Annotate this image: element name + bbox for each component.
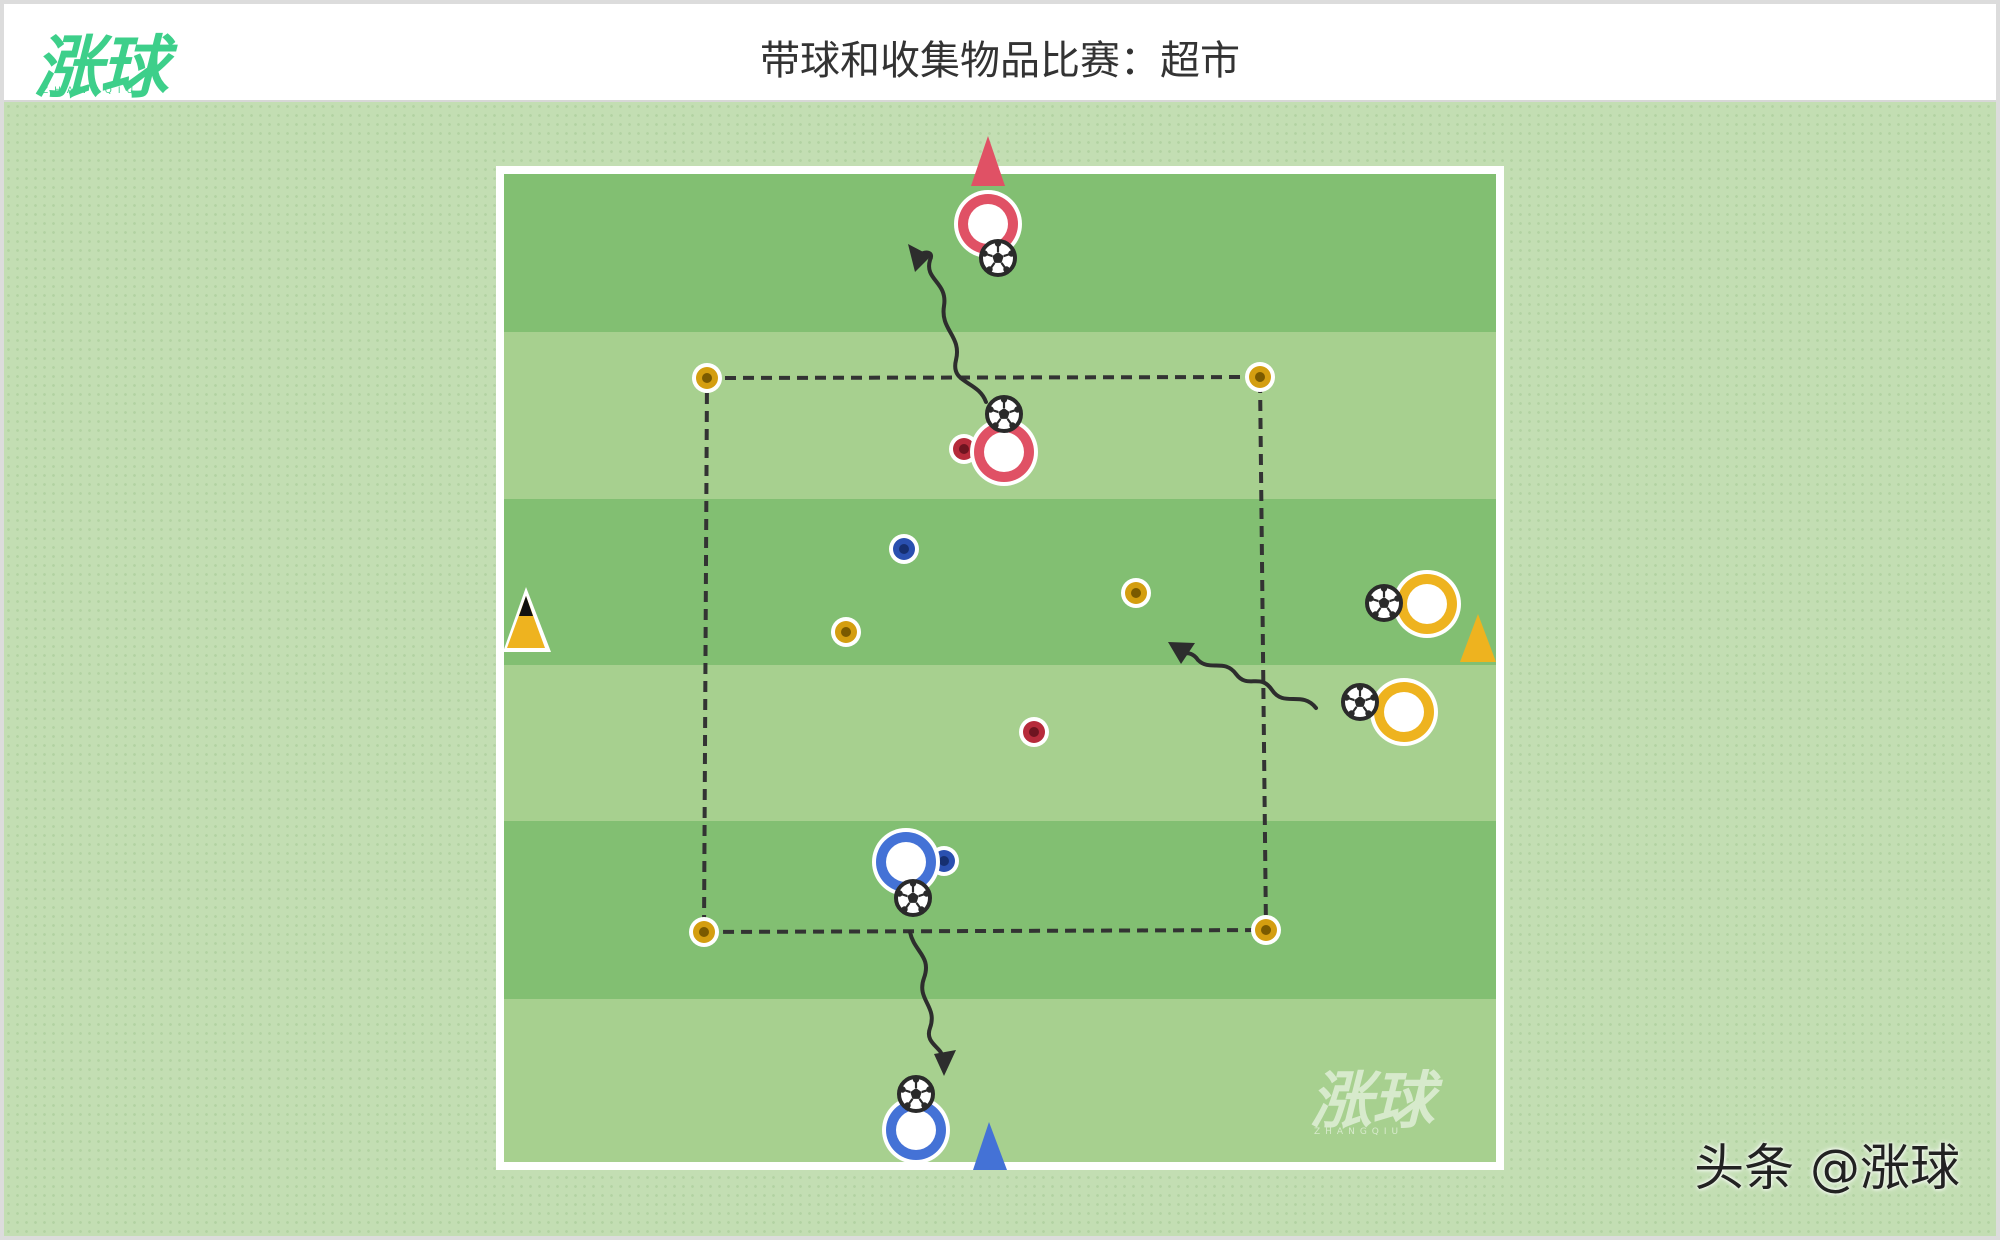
soccer-ball-icon (985, 394, 1023, 433)
header-bar: 涨球 ZHANGQIU 带球和收集物品比赛：超市 (4, 4, 1996, 108)
disc-marker-icon (1251, 915, 1281, 945)
soccer-ball-icon (1341, 682, 1379, 721)
soccer-ball-icon (1365, 583, 1403, 622)
dribble-arrow-icon (1168, 642, 1195, 664)
dribble-arrow-icon (908, 930, 945, 1060)
soccer-ball-icon (979, 238, 1017, 277)
page-title: 带球和收集物品比赛：超市 (760, 38, 1240, 84)
player-icon (970, 418, 1038, 486)
soccer-ball-icon (897, 1074, 935, 1113)
dribble-arrow-icon (934, 1050, 956, 1076)
pitch-watermark-subtext: ZHANGQIU (1314, 1127, 1403, 1137)
disc-marker-icon (1019, 717, 1049, 747)
player-icon (882, 1096, 950, 1164)
toutiao-watermark: 头条 @涨球 (1694, 1139, 1960, 1197)
zhangqiu-logo: 涨球 (34, 29, 168, 108)
disc-marker-icon (1121, 578, 1151, 608)
dribble-arrow-icon (908, 244, 931, 272)
cone-icon (973, 1122, 1007, 1170)
player-icon (872, 828, 940, 896)
dribble-arrow-icon (916, 250, 988, 404)
disc-marker-icon (689, 917, 719, 947)
zhangqiu-logo-subtext: ZHANGQIU (42, 86, 140, 96)
player-icon (1393, 570, 1461, 638)
pitch-stripe-dark (504, 821, 1496, 999)
pitch-stripe-light (504, 665, 1496, 821)
player-icon (1370, 678, 1438, 746)
dribble-arrow-icon (1182, 651, 1318, 710)
pitch-watermark-logo: 涨球 (1310, 1064, 1443, 1137)
pitch-stripe-dark (504, 499, 1496, 665)
soccer-ball-icon (894, 878, 932, 917)
disc-marker-icon (831, 617, 861, 647)
cone-icon (1460, 614, 1496, 662)
cone-icon (503, 587, 551, 652)
disc-marker-icon (692, 363, 722, 393)
pitch-stripe-light (504, 999, 1496, 1162)
disc-marker-icon (1245, 362, 1275, 392)
disc-marker-icon (889, 534, 919, 564)
cone-icon (971, 136, 1005, 186)
